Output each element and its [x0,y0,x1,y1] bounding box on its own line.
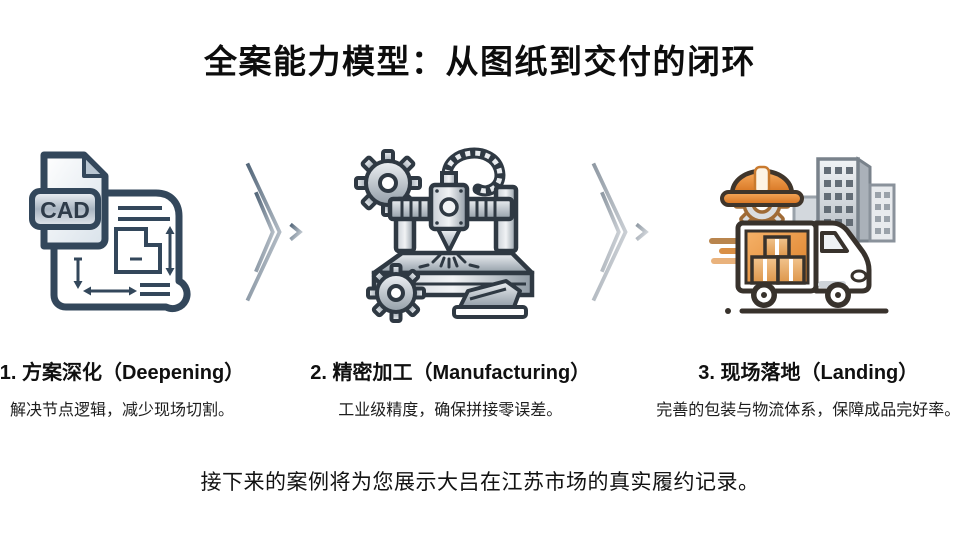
step-manufacturing: 2. 精密加工（Manufacturing） 工业级精度，确保拼接零误差。 [310,134,590,420]
process-flow: CAD 1. 方案深化（Deepening） 解决节点逻辑，减少现场切割。 [0,134,960,420]
cad-badge-text: CAD [40,197,90,223]
delivery-truck-icon [698,134,918,330]
cad-blueprint-icon: CAD [22,134,222,330]
step-manufacturing-label: 2. 精密加工（Manufacturing） [310,361,591,384]
step-deepening-desc: 解决节点逻辑，减少现场切割。 [9,401,234,419]
cnc-machine-icon [350,134,550,330]
step-deepening: CAD 1. 方案深化（Deepening） 解决节点逻辑，减少现场切割。 [0,134,244,420]
step-landing-desc: 完善的包装与物流体系，保障成品完好率。 [656,401,960,419]
step-landing-label: 3. 现场落地（Landing） [698,361,919,384]
footer-text: 接下来的案例将为您展示大吕在江苏市场的真实履约记录。 [200,470,760,494]
step-deepening-label: 1. 方案深化（Deepening） [0,361,245,384]
double-chevron-arrow-icon [590,134,656,330]
double-chevron-arrow-icon [244,134,310,330]
step-manufacturing-desc: 工业级精度，确保拼接零误差。 [338,401,563,419]
step-landing: 3. 现场落地（Landing） 完善的包装与物流体系，保障成品完好率。 [656,134,960,420]
slide-title: 全案能力模型：从图纸到交付的闭环 [204,43,756,80]
